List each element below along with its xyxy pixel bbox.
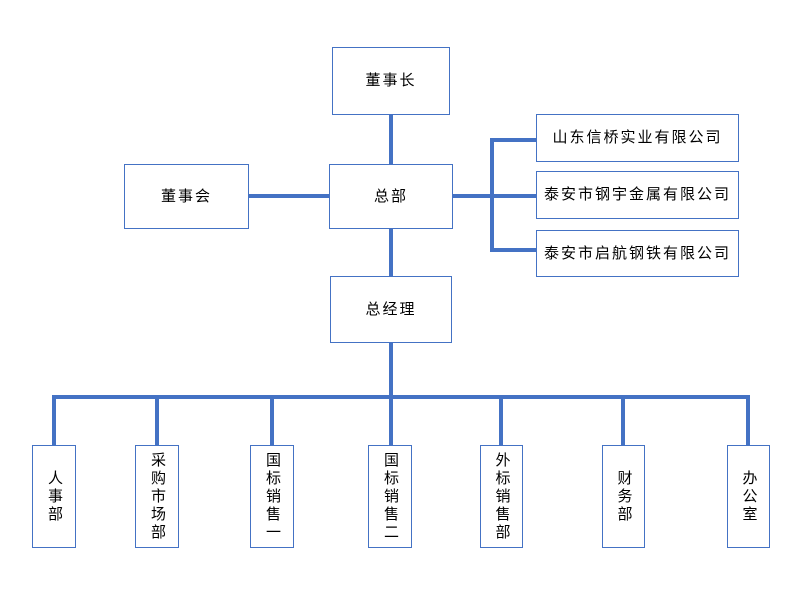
- node-general-manager: 总经理: [330, 276, 452, 343]
- edge-department-bus: [52, 395, 750, 445]
- node-dept-export-sales: 外标销售部: [480, 445, 523, 548]
- node-dept-hr: 人事部: [32, 445, 76, 548]
- dept-label: 人事部: [46, 469, 62, 524]
- dept-label: 财务部: [615, 469, 632, 524]
- node-company-1: 山东信桥实业有限公司: [536, 114, 739, 162]
- dept-label: 外标销售部: [493, 451, 510, 542]
- node-dept-finance: 财务部: [602, 445, 645, 548]
- dept-label: 国标销售一: [264, 451, 280, 542]
- node-dept-gb-sales-1: 国标销售一: [250, 445, 294, 548]
- node-dept-gb-sales-2: 国标销售二: [368, 445, 412, 548]
- node-headquarters: 总部: [329, 164, 453, 229]
- dept-label: 国标销售二: [382, 451, 398, 542]
- dept-label: 办公室: [740, 469, 757, 524]
- node-dept-office: 办公室: [727, 445, 770, 548]
- dept-label: 采购市场部: [149, 451, 165, 542]
- node-board: 董事会: [124, 164, 249, 229]
- node-chairman: 董事长: [332, 47, 450, 115]
- node-company-3: 泰安市启航钢铁有限公司: [536, 230, 739, 277]
- node-dept-purchasing-market: 采购市场部: [135, 445, 179, 548]
- edge-companies-bracket: [490, 138, 536, 252]
- node-company-2: 泰安市钢宇金属有限公司: [536, 171, 739, 219]
